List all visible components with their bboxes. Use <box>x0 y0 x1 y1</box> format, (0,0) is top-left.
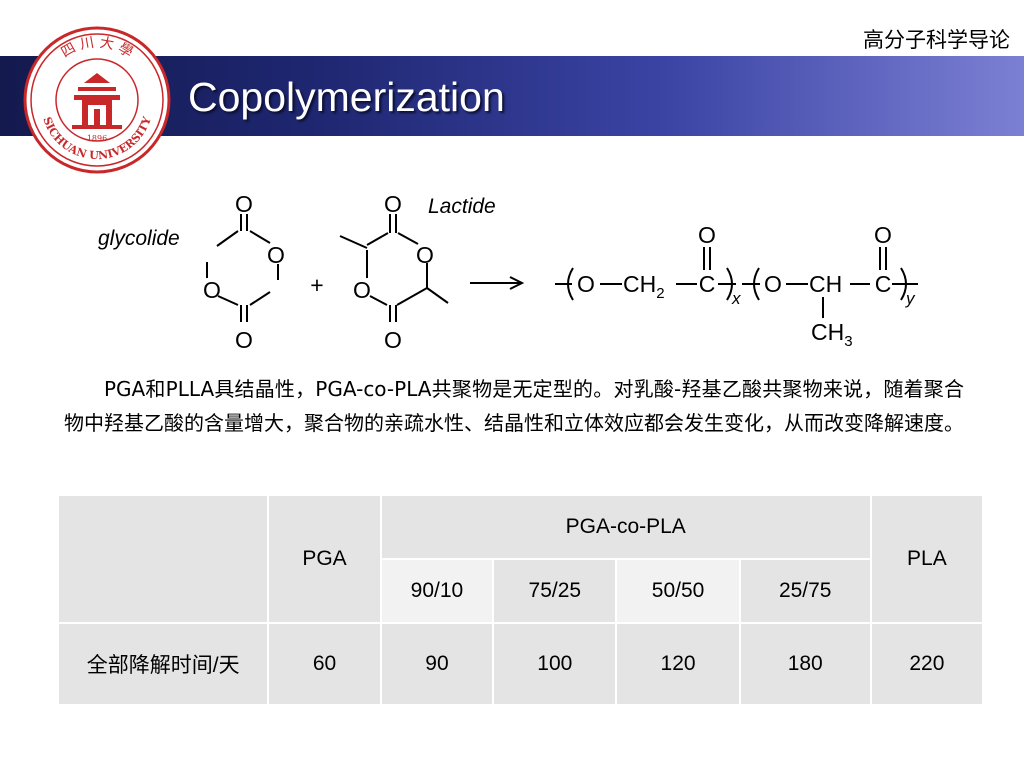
logo-emblem-icon <box>72 73 122 129</box>
table-header-ratio: 25/75 <box>738 558 872 624</box>
glycolide-ring-o-left: O <box>203 277 221 303</box>
description-paragraph: PGA和PLLA具结晶性，PGA-co-PLA共聚物是无定型的。对乳酸-羟基乙酸… <box>64 377 964 435</box>
polymer-o-2: O <box>764 271 782 297</box>
table-cell: 100 <box>492 622 618 706</box>
table-row: 全部降解时间/天 60 90 100 120 180 220 <box>56 622 985 706</box>
subscript-y: y <box>905 289 916 308</box>
table-cell: 60 <box>267 622 382 706</box>
polymer-ch3-group: CH3 <box>811 319 853 350</box>
table-header-pga: PGA <box>267 494 382 624</box>
polymer-ch-group: CH <box>809 271 842 297</box>
polymer-ch2-group: CH2 <box>623 271 665 302</box>
table-header-copolymer: PGA-co-PLA <box>379 494 872 560</box>
degradation-table: PGA PGA-co-PLA PLA 90/10 75/25 50/50 25/… <box>56 494 985 706</box>
table-cell: 120 <box>615 622 741 706</box>
copolymerization-reaction-scheme: O O O O + O O O O O CH2 C O O CH C O CH3… <box>98 191 918 353</box>
table-header-ratio: 50/50 <box>615 558 741 624</box>
table-cell: 220 <box>869 622 985 706</box>
polymer-carbonyl-o-1: O <box>698 222 716 248</box>
table-corner-cell <box>56 494 270 624</box>
polymer-c-2: C <box>875 271 892 297</box>
table-header-ratio: 75/25 <box>492 558 618 624</box>
table-header-ratio: 90/10 <box>379 558 495 624</box>
lactide-carbonyl-o-top: O <box>384 191 402 217</box>
lactide-ring-o-left: O <box>353 277 371 303</box>
polymer-o-1: O <box>577 271 595 297</box>
lactide-label: Lactide <box>428 195 496 218</box>
polymer-carbonyl-o-2: O <box>874 222 892 248</box>
plus-sign: + <box>310 272 323 298</box>
university-logo-icon: 四 川 大 學 SICHUAN UNIVERSITY 1896 <box>23 26 171 174</box>
row-label-degradation-time: 全部降解时间/天 <box>56 622 270 706</box>
glycolide-label: glycolide <box>98 227 180 250</box>
slide-title: Copolymerization <box>188 74 505 120</box>
logo-year: 1896 <box>87 134 107 143</box>
lactide-ring-o-right: O <box>416 242 434 268</box>
table-cell: 90 <box>379 622 495 706</box>
glycolide-carbonyl-o-bottom: O <box>235 327 253 353</box>
table-header-pla: PLA <box>869 494 985 624</box>
table-cell: 180 <box>738 622 872 706</box>
subscript-x: x <box>731 289 741 308</box>
glycolide-ring-o-right: O <box>267 242 285 268</box>
course-name: 高分子科学导论 <box>863 28 1010 52</box>
title-banner <box>0 56 1024 136</box>
lactide-carbonyl-o-bottom: O <box>384 327 402 353</box>
polymer-c-1: C <box>699 271 716 297</box>
glycolide-carbonyl-o-top: O <box>235 191 253 217</box>
